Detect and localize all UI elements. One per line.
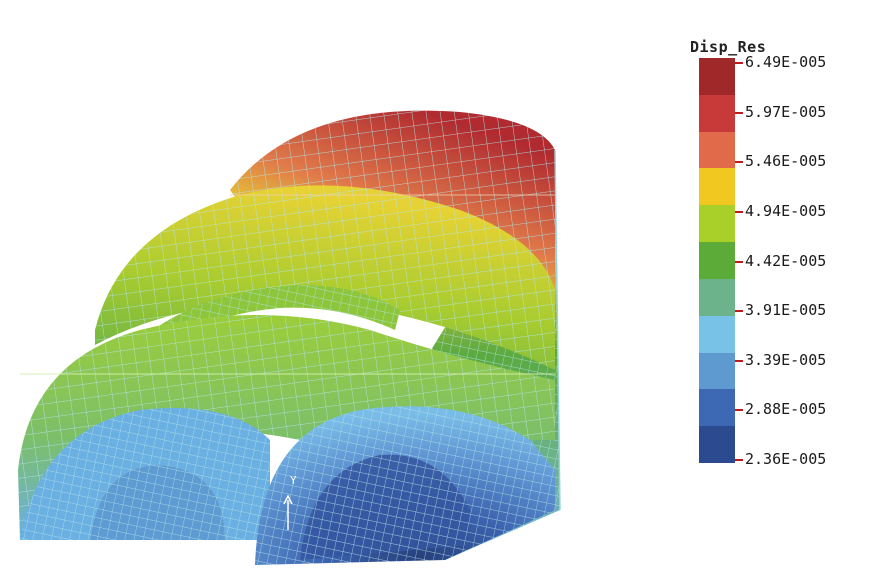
legend-color-band [699, 426, 735, 464]
legend-title: Disp_Res [690, 38, 767, 56]
legend-tick [735, 260, 743, 263]
y-axis-indicator [283, 494, 293, 530]
legend-tick [735, 310, 743, 313]
legend-color-band [699, 389, 735, 427]
legend-label: 3.91E-005 [745, 301, 827, 320]
legend-tick [735, 459, 743, 461]
legend-color-band [699, 58, 735, 96]
legend-label: 5.46E-005 [745, 152, 827, 171]
legend-tick [735, 409, 743, 412]
legend-tick [735, 210, 743, 213]
legend-tick [735, 359, 743, 362]
legend-color-band [699, 315, 735, 354]
legend-label: 2.36E-005 [745, 450, 827, 468]
legend-label: 4.42E-005 [745, 251, 827, 270]
legend-color-band [699, 94, 735, 133]
legend-color-band [699, 242, 735, 280]
legend-label: 4.94E-005 [745, 201, 827, 220]
legend-color-band [699, 352, 735, 390]
legend-tick [735, 111, 743, 114]
legend-color-band [699, 168, 735, 206]
legend-label: 3.39E-005 [745, 350, 827, 369]
legend-color-band [699, 131, 735, 169]
legend-tick [735, 161, 743, 164]
legend-color-band [699, 205, 735, 243]
legend-tick [735, 62, 743, 64]
legend-label: 5.97E-005 [745, 102, 827, 121]
legend-color-bar [699, 58, 735, 464]
legend-color-band [699, 278, 735, 317]
legend-label: 2.88E-005 [745, 400, 827, 419]
y-axis-label: Y [290, 474, 297, 487]
legend-label: 6.49E-005 [745, 53, 827, 71]
